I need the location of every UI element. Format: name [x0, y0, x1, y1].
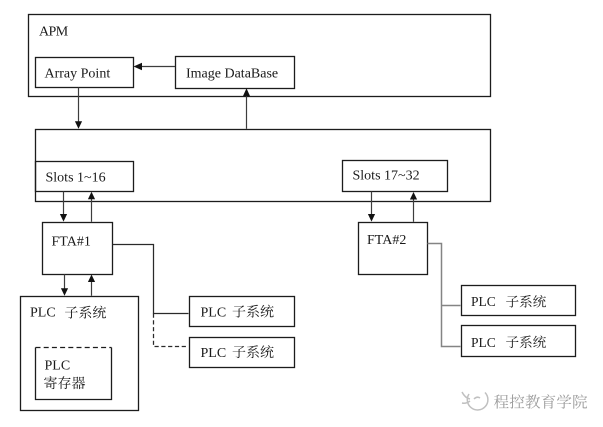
- svg-text:Image DataBase: Image DataBase: [186, 67, 278, 82]
- svg-text:PLC: PLC: [201, 306, 227, 321]
- svg-text:PLC: PLC: [201, 346, 227, 361]
- svg-text:PLC: PLC: [471, 335, 496, 350]
- svg-text:FTA#2: FTA#2: [367, 233, 406, 248]
- svg-text:Slots 17~32: Slots 17~32: [353, 169, 420, 184]
- svg-text:Slots 1~16: Slots 1~16: [46, 171, 106, 186]
- svg-text:PLC: PLC: [471, 294, 496, 309]
- svg-text:Array Point: Array Point: [45, 67, 111, 82]
- svg-text:PLC: PLC: [45, 359, 71, 374]
- svg-text:PLC: PLC: [30, 306, 56, 321]
- svg-text:APM: APM: [39, 25, 69, 40]
- svg-text:FTA#1: FTA#1: [52, 235, 91, 250]
